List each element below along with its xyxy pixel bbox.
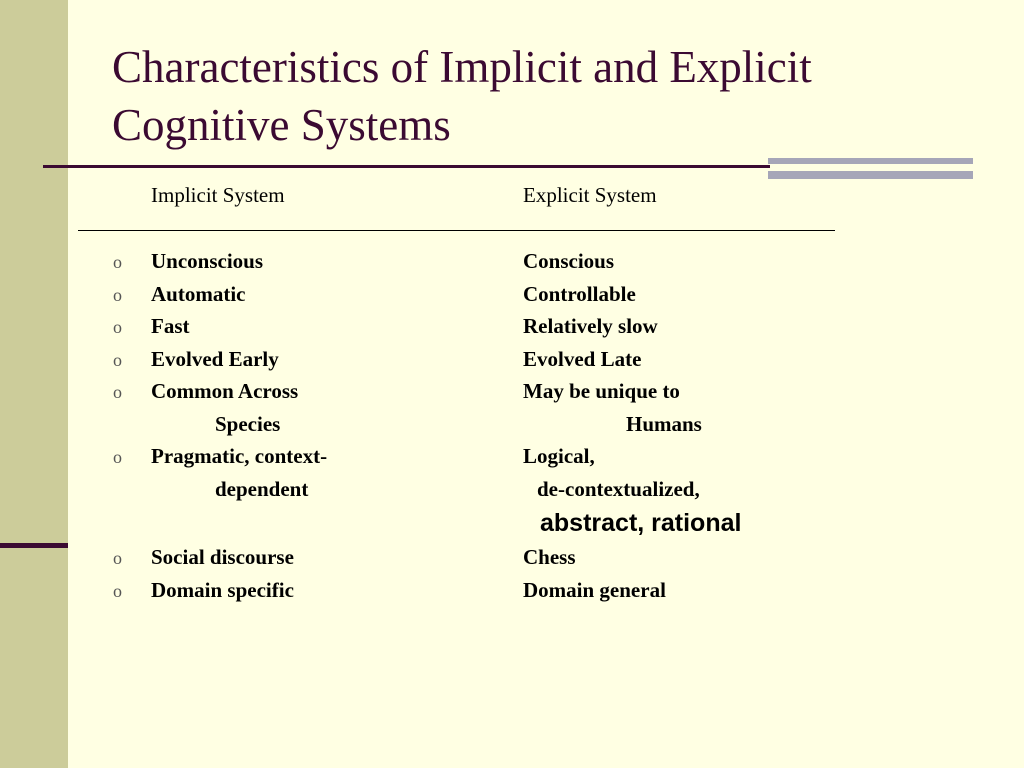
implicit-cell: Common Across — [151, 379, 299, 403]
implicit-cell: Unconscious — [151, 249, 264, 273]
explicit-cell: Relatively slow — [523, 314, 658, 338]
implicit-cell: Automatic — [151, 281, 246, 306]
header-implicit-system: Implicit System — [151, 183, 285, 207]
list-item: o Common Across May be unique to — [0, 376, 1024, 409]
explicit-cell: Evolved Late — [523, 346, 642, 371]
bullet-icon: o — [113, 447, 122, 467]
bullet-icon: o — [113, 317, 122, 337]
comparison-list: o Unconscious Conscious o Automatic Cont… — [0, 246, 1024, 607]
explicit-cell-continuation: de-contextualized, — [537, 476, 700, 501]
explicit-cell-continuation: Humans — [626, 411, 702, 436]
list-item: o Domain specific Domain general — [0, 575, 1024, 608]
implicit-cell: Evolved Early — [151, 346, 279, 371]
header-divider — [78, 230, 835, 231]
implicit-cell: Fast — [151, 314, 190, 338]
list-item: o Automatic Controllable — [0, 279, 1024, 312]
accent-bar-bottom — [768, 171, 973, 179]
bullet-icon: o — [113, 349, 122, 370]
explicit-cell: Conscious — [523, 249, 615, 273]
explicit-cell-continuation: abstract, rational — [540, 509, 742, 537]
list-item-continuation: abstract, rational — [0, 506, 1024, 542]
bullet-icon: o — [113, 580, 122, 601]
list-item: o Unconscious Conscious — [0, 246, 1024, 279]
bullet-icon: o — [113, 548, 122, 568]
explicit-cell: Controllable — [523, 281, 636, 306]
title-underline — [43, 165, 770, 168]
explicit-cell: Logical, — [523, 444, 595, 468]
explicit-cell: Chess — [523, 545, 576, 569]
left-decorative-band — [0, 0, 68, 768]
explicit-cell: May be unique to — [523, 379, 680, 403]
implicit-cell: Domain specific — [151, 577, 294, 602]
list-item: o Pragmatic, context- Logical, — [0, 441, 1024, 474]
implicit-cell: Pragmatic, context- — [151, 444, 328, 468]
implicit-cell-continuation: Species — [215, 411, 281, 436]
accent-bar-top — [768, 158, 973, 164]
list-item-continuation: dependent de-contextualized, — [0, 474, 1024, 507]
list-item: o Evolved Early Evolved Late — [0, 344, 1024, 377]
list-item-continuation: Species Humans — [0, 409, 1024, 442]
list-item: o Fast Relatively slow — [0, 311, 1024, 344]
left-accent-bar — [0, 543, 68, 548]
bullet-icon: o — [113, 252, 122, 272]
bullet-icon: o — [113, 382, 122, 402]
implicit-cell: Social discourse — [151, 545, 294, 569]
implicit-cell-continuation: dependent — [215, 476, 309, 501]
list-item: o Social discourse Chess — [0, 542, 1024, 575]
slide-title: Characteristics of Implicit and Explicit… — [112, 42, 812, 150]
header-explicit-system: Explicit System — [523, 183, 657, 207]
bullet-icon: o — [113, 284, 122, 305]
explicit-cell: Domain general — [523, 577, 666, 602]
